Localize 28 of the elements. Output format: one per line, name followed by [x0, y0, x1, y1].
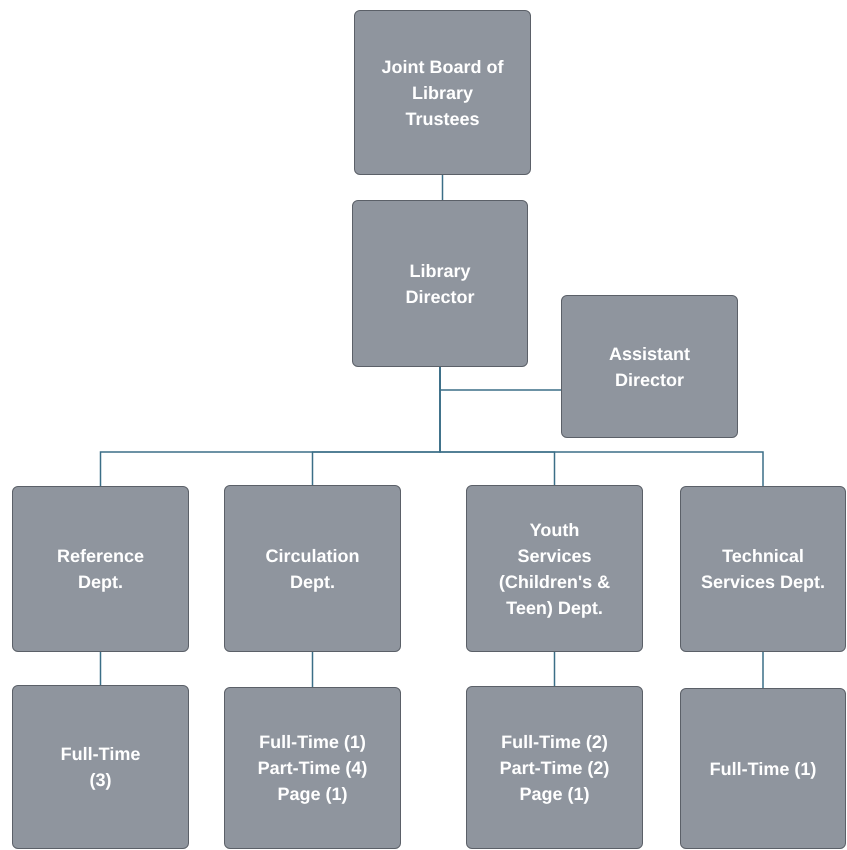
connector-line	[554, 652, 556, 686]
box-label: Assistant Director	[608, 342, 692, 392]
box-label: Full-Time (2) Part-Time (2) Page (1)	[498, 730, 610, 806]
connector-line	[439, 367, 764, 486]
org-box	[224, 485, 401, 652]
box-label: Reference Dept.	[56, 545, 146, 594]
box-label: Joint Board of Library Trustees	[380, 56, 504, 130]
box-label: Technical Services Dept.	[700, 545, 826, 594]
box-label: Full-Time (3)	[60, 743, 142, 792]
org-box	[561, 295, 738, 438]
box-label: Full-Time (1) Part-Time (4) Page (1)	[256, 731, 368, 806]
org-box	[466, 485, 643, 652]
org-box	[352, 200, 528, 367]
connector-line	[312, 652, 314, 687]
org-box	[354, 10, 531, 175]
org-box	[12, 486, 189, 652]
box-label: Youth Services (Children's & Teen) Dept.	[498, 518, 612, 620]
box-label: Circulation Dept.	[264, 544, 360, 594]
org-box	[680, 688, 846, 849]
org-box	[466, 686, 643, 849]
box-label: Full-Time (1)	[710, 758, 816, 781]
box-label: Library Director	[404, 260, 476, 308]
connector-line	[762, 652, 764, 688]
org-box	[12, 685, 189, 849]
connector-line	[100, 652, 102, 685]
org-box	[680, 486, 846, 652]
connector-line	[442, 175, 444, 200]
org-box	[224, 687, 401, 849]
